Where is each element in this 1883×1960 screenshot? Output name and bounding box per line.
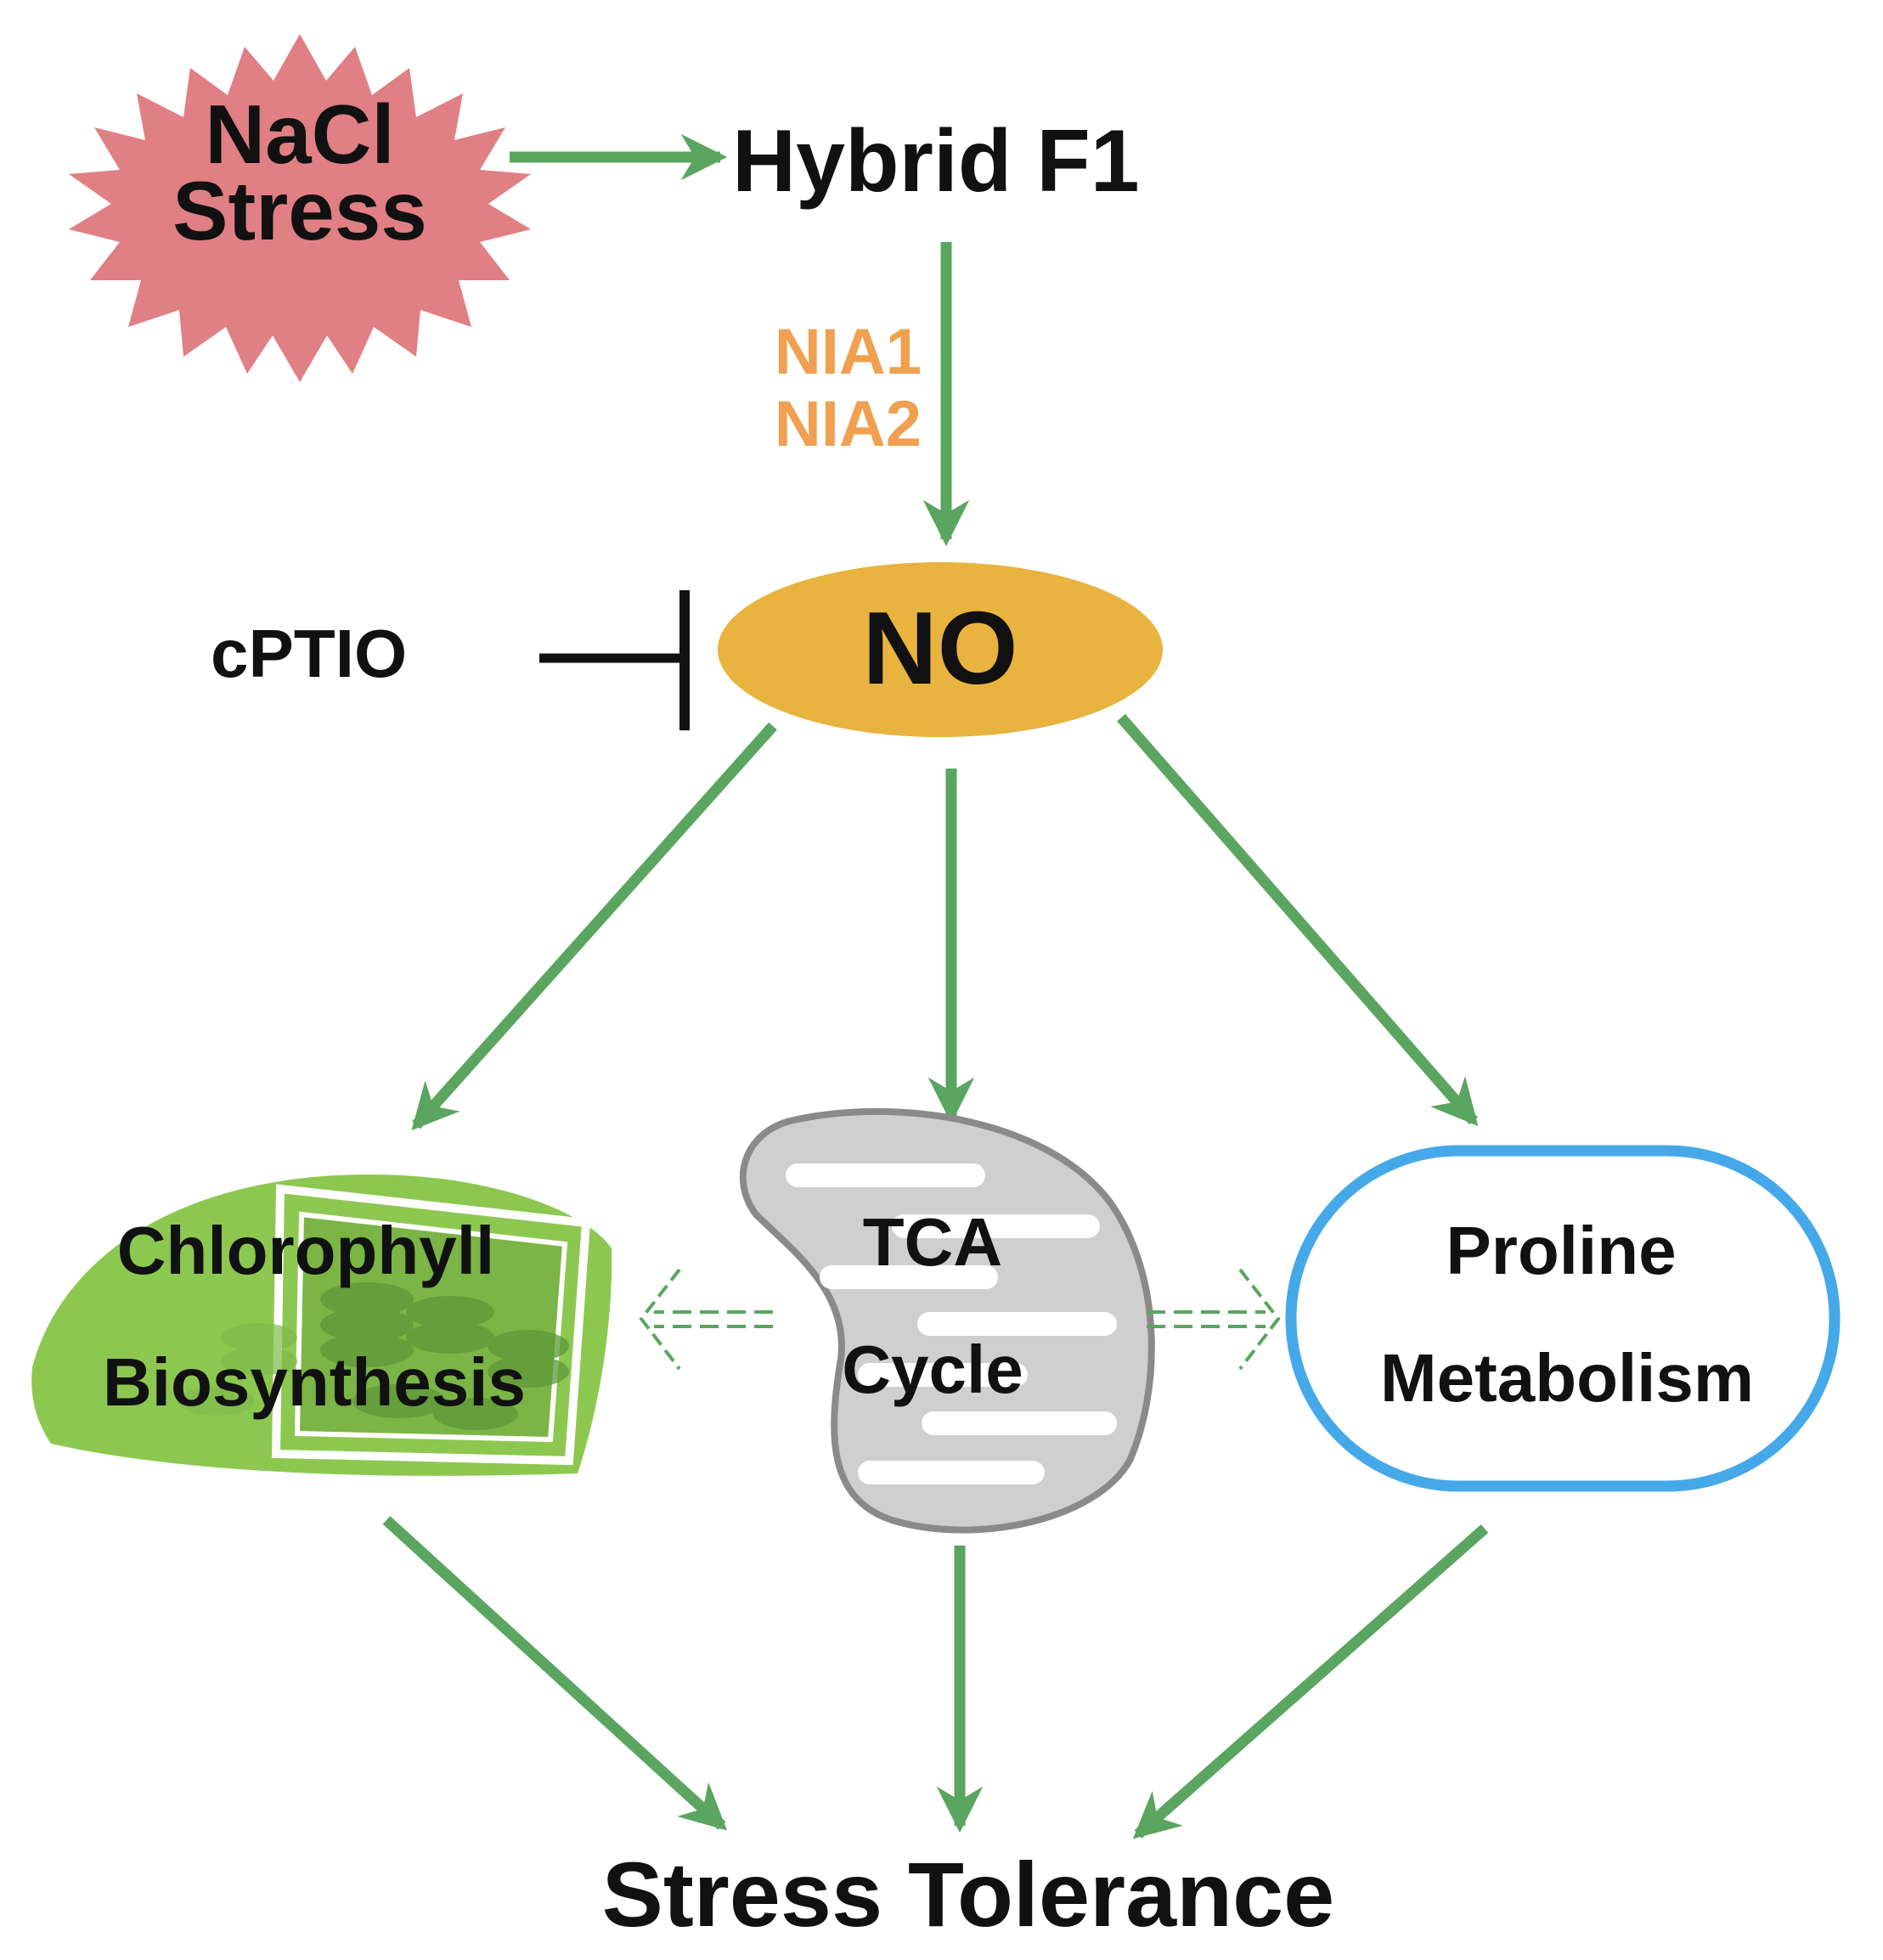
nacl-stress-node: NaCl Stress xyxy=(69,34,531,382)
tca-label-line1: TCA xyxy=(863,1204,1002,1280)
proline-label-line1: Proline xyxy=(1446,1213,1676,1288)
starburst-icon xyxy=(69,34,531,382)
mitochondrion-icon xyxy=(739,1107,1155,1534)
proline-box xyxy=(1285,1145,1841,1492)
arrow-no-to-chlorophyll xyxy=(411,722,777,1131)
chloroplast-node: Chlorophyll Biosynthesis xyxy=(31,1174,612,1476)
hybrid-f1-label: Hybrid F1 xyxy=(732,112,1140,211)
chlorophyll-label-line1: Chlorophyll xyxy=(117,1213,494,1288)
arrow-chlorophyll-to-tolerance xyxy=(382,1516,728,1831)
tca-node: TCA Cycle xyxy=(739,1107,1155,1534)
arrow-no-to-proline xyxy=(1117,713,1479,1127)
no-label: NO xyxy=(863,590,1018,706)
no-ellipse xyxy=(718,562,1163,737)
tca-label-line2: Cycle xyxy=(842,1332,1023,1407)
proline-node: Proline Metabolism xyxy=(1285,1145,1841,1492)
inhibition-bar-icon xyxy=(539,590,690,730)
dashed-arrow-tca-to-chlorophyll xyxy=(639,1268,773,1371)
gene-nia1-label: NIA1 xyxy=(775,316,922,388)
arrow-proline-to-tolerance xyxy=(1132,1524,1489,1839)
stress-label-line2: Stress xyxy=(172,164,427,257)
chloroplast-icon xyxy=(31,1174,612,1476)
dashed-arrow-tca-to-proline xyxy=(1147,1268,1281,1371)
no-node: NO xyxy=(718,562,1163,737)
proline-label-line2: Metabolism xyxy=(1380,1340,1754,1416)
cptio-label: cPTIO xyxy=(211,616,407,691)
stress-label-line1: NaCl xyxy=(205,87,394,181)
stress-tolerance-label: Stress Tolerance xyxy=(602,1843,1334,1946)
chlorophyll-label-line2: Biosynthesis xyxy=(103,1344,526,1420)
gene-nia2-label: NIA2 xyxy=(775,388,922,460)
